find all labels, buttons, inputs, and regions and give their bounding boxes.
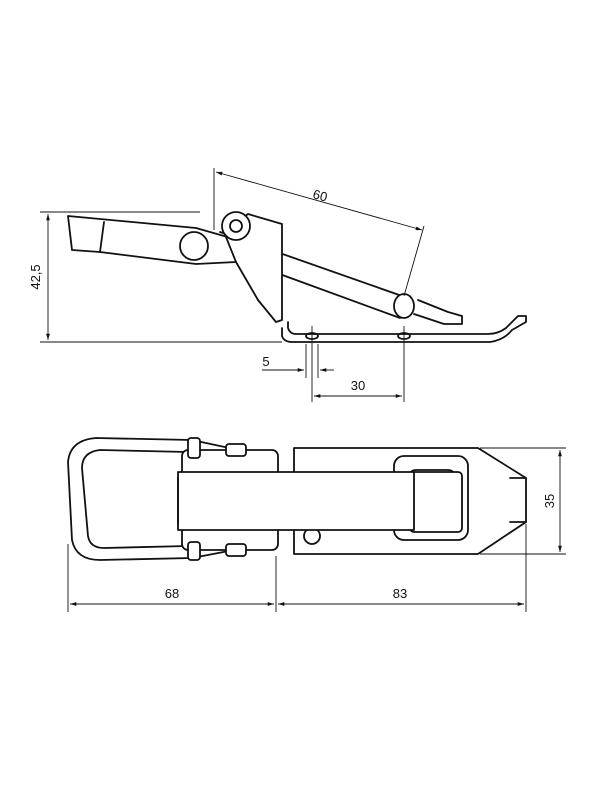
top-rivet-top [225, 443, 247, 457]
dim-30-label: 30 [351, 378, 365, 393]
dim-60-label: 60 [311, 186, 329, 204]
side-hole-left-mark [305, 332, 319, 340]
side-pivot-front [179, 231, 209, 261]
dim-30: 30 [311, 346, 405, 402]
dim-60: 60 [213, 168, 425, 297]
dim-42-5-label: 42,5 [28, 264, 43, 289]
dim-68-label: 68 [165, 586, 179, 601]
top-keeper-hook [409, 471, 463, 533]
dim-35: 35 [480, 447, 566, 555]
dim-83-label: 83 [393, 586, 407, 601]
dim-length: 68 83 [67, 524, 527, 612]
side-base-plate [281, 315, 527, 343]
top-pin-top [187, 437, 201, 459]
top-keeper-notch [509, 477, 527, 523]
top-bale-inner [81, 449, 267, 549]
side-lever-handle [67, 215, 239, 265]
side-loop-ring [393, 293, 415, 319]
top-rivet-bottom [225, 543, 247, 557]
top-bale-outer [67, 437, 277, 561]
dim-5-label: 5 [262, 354, 269, 369]
top-pin-bottom [187, 541, 201, 561]
dim-5: 5 [262, 344, 334, 378]
dim-42-5: 42,5 [28, 211, 282, 343]
dim-35-label: 35 [542, 494, 557, 508]
side-lever-tip [99, 221, 105, 253]
top-view [67, 437, 527, 561]
side-hook [413, 299, 463, 325]
top-strap [177, 471, 415, 531]
side-view [67, 211, 527, 346]
side-hole-right-mark [397, 332, 411, 340]
side-pivot-rear [221, 211, 251, 241]
